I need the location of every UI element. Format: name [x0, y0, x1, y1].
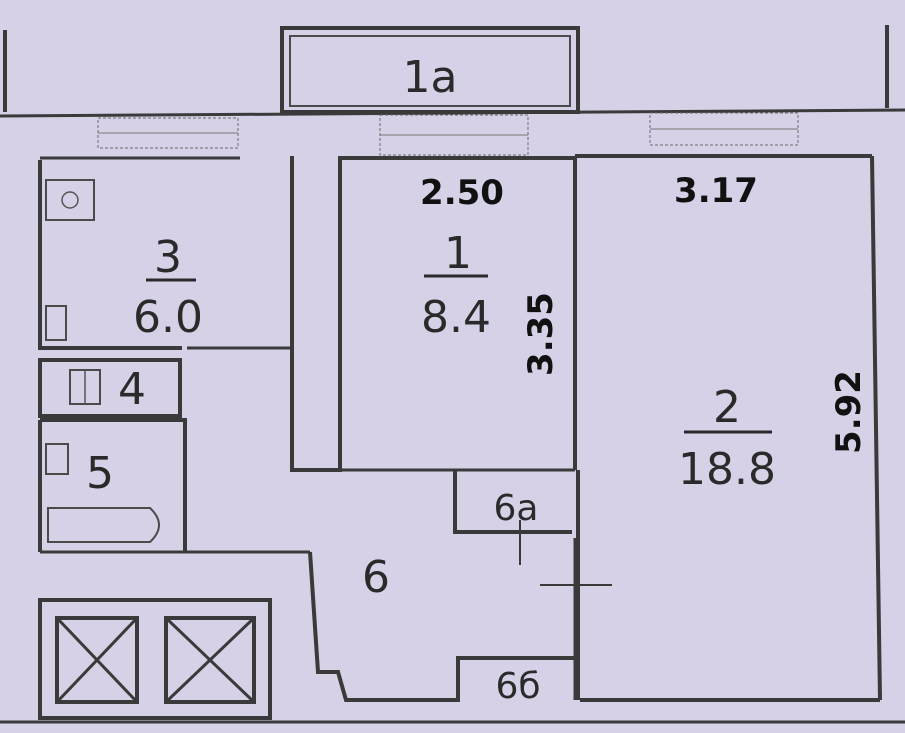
shaft-right-icon — [164, 616, 256, 704]
room1-area: 8.4 — [421, 292, 491, 343]
closet-6a — [453, 470, 572, 565]
room2-area: 18.8 — [678, 444, 776, 495]
room1-number: 1 — [444, 228, 472, 279]
room2-width-dimension: 3.17 — [674, 171, 758, 211]
room-hall — [308, 538, 577, 702]
bathtub-icon — [47, 507, 160, 543]
room-toilet — [38, 358, 182, 418]
window-balcony-door — [379, 114, 529, 156]
closet-6a-number: 6a — [494, 488, 539, 529]
room2-number: 2 — [713, 382, 741, 433]
toilet-number: 4 — [118, 364, 146, 415]
room2-depth-dimension: 5.92 — [829, 370, 869, 454]
room-bath — [38, 418, 310, 554]
sink-icon — [45, 305, 67, 341]
window-kitchen — [97, 117, 239, 149]
window-room2 — [649, 112, 799, 146]
bath-number: 5 — [86, 448, 114, 499]
kitchen-area: 6.0 — [133, 292, 203, 343]
facade-wall — [0, 108, 905, 118]
closet-6b-number: 6б — [495, 666, 540, 707]
room-kitchen — [38, 156, 290, 350]
room-1 — [340, 156, 577, 472]
shaft-left-icon — [55, 616, 139, 704]
room1-depth-dimension: 3.35 — [521, 292, 561, 376]
closet-6b — [456, 656, 575, 700]
crosshair-mark — [540, 560, 612, 620]
balcony-label: 1a — [403, 52, 458, 103]
washbasin-icon — [45, 443, 69, 475]
room1-width-dimension: 2.50 — [420, 173, 504, 213]
stove-icon — [45, 179, 95, 221]
kitchen-number: 3 — [154, 232, 182, 283]
hall-number: 6 — [362, 552, 390, 603]
wall-kitchen-room1 — [290, 156, 342, 472]
ventilation-shafts — [38, 598, 272, 720]
